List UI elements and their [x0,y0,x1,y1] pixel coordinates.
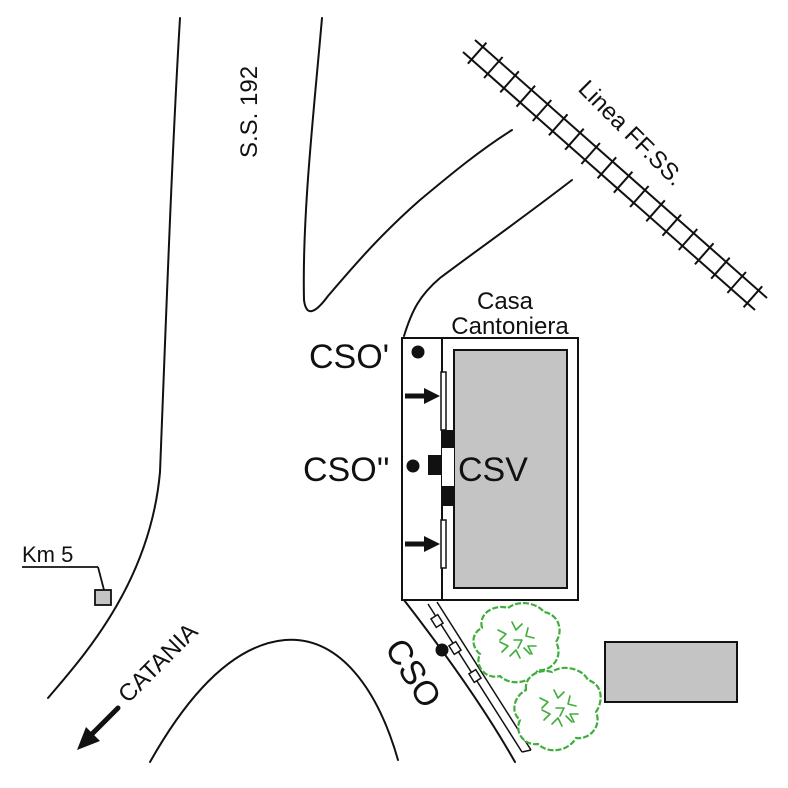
km-marker [22,566,112,606]
csv-label: CSV [458,451,528,489]
building-secondary [604,641,738,703]
direction-label: CATANIA [113,618,203,708]
km-marker-box [94,589,112,606]
cso-double-label: CSO'' [303,451,390,489]
railway-sleeper [677,228,699,251]
tree-upper [472,602,561,684]
railway-sleeper [645,199,666,222]
cso-double-point [406,459,420,473]
building-casa-cantoniera [401,337,579,601]
railway-sleeper [661,214,682,237]
cso-prime-point [411,345,425,359]
catania-direction-arrow [77,705,121,750]
cso-prime-label: CSO' [309,338,389,376]
railway-sleeper [710,257,731,280]
side-road-edge [403,179,573,337]
railway-sleeper [629,185,650,208]
railway-track [462,39,768,311]
road-name-label: S.S. 192 [236,66,263,158]
flow-arrow-upper [405,388,440,404]
tree-lower [513,666,602,752]
railway-sleeper [596,156,617,179]
railway-sleeper [515,85,536,108]
km-label: Km 5 [22,542,73,567]
railway-sleeper [613,171,634,194]
railway-sleeper [499,70,520,93]
flow-arrow-lower [405,536,440,552]
railway-sleeper [726,271,747,294]
building-label-line2: Cantoniera [451,313,569,340]
road-service-edge [403,599,516,763]
building-label-line1: Casa [477,288,534,315]
railway-sleeper [548,113,569,136]
railway-sleeper [564,128,585,151]
railway-sleeper [483,56,504,79]
railway-sleeper [694,242,715,265]
railway-sleeper [531,99,553,122]
road-catania-curve [149,638,399,763]
railway-sleeper [580,142,601,165]
csv-square-marker [428,455,442,475]
railway-sleeper [467,42,488,65]
fence-strip [427,601,532,753]
cso-point [435,643,449,657]
road-ss192-east-edge [302,17,513,313]
railway-sleeper [742,285,763,308]
road-ss192-west-edge [47,17,181,699]
